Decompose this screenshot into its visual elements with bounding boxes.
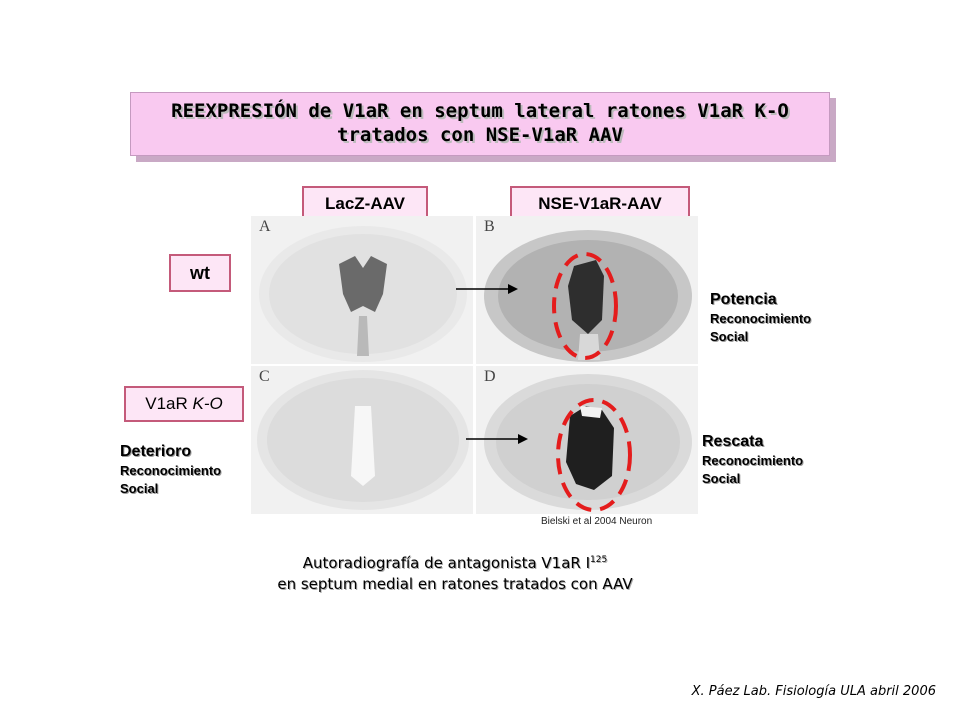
annotation-potencia-main: Potencia: [710, 291, 777, 308]
label-v1ar-ko-suffix: K-O: [192, 394, 223, 413]
panel-d-image: [484, 374, 692, 510]
annotation-rescata-line2: Reconocimiento: [702, 453, 804, 468]
caption-line-2: en septum medial en ratones tratados con…: [277, 575, 633, 593]
panel-a-letter: A: [259, 218, 271, 235]
autoradiograph-panel-a: A: [251, 216, 473, 364]
highlight-ellipse-b: [552, 252, 618, 360]
title-line-2: tratados con NSE-V1aR AAV: [337, 124, 623, 146]
arrow-b-icon: [456, 284, 518, 294]
panel-d-signal: [566, 406, 614, 490]
annotation-deterioro-line3: Social: [120, 481, 159, 496]
figure-caption: Autoradiografía de antagonista V1aR I125…: [200, 550, 710, 595]
arrow-d-icon: [466, 434, 528, 444]
highlight-ellipse-d: [556, 398, 632, 512]
autoradiograph-panel-c: C: [251, 366, 473, 514]
annotation-potencia: Potencia Reconocimiento Social: [710, 290, 811, 346]
annotation-potencia-line2: Reconocimiento: [710, 311, 812, 326]
panel-c-letter: C: [259, 368, 270, 385]
label-v1ar-ko: V1aR K-O: [124, 386, 244, 422]
panel-b-letter: B: [484, 218, 495, 235]
panel-d-letter: D: [484, 368, 496, 385]
annotation-rescata-line3: Social: [702, 471, 741, 486]
annotation-deterioro-main: Deterioro: [120, 443, 192, 460]
caption-superscript: 125: [590, 555, 608, 565]
annotation-potencia-line3: Social: [710, 329, 749, 344]
autoradiograph-panel-d: D: [476, 366, 698, 514]
footer-credit: X. Páez Lab. Fisiología ULA abril 2006: [691, 684, 936, 699]
annotation-rescata-main: Rescata: [702, 433, 764, 450]
panel-b-signal: [568, 260, 604, 334]
citation: Bielski et al 2004 Neuron: [541, 516, 653, 527]
title-box: REEXPRESIÓN de V1aR en septum lateral ra…: [130, 92, 830, 156]
caption-line-1: Autoradiografía de antagonista V1aR I125: [200, 550, 710, 574]
panel-a-midline: [357, 316, 369, 356]
panel-a-signal: [339, 256, 387, 312]
label-v1ar-ko-prefix: V1aR: [145, 394, 193, 413]
annotation-deterioro-line2: Reconocimiento: [120, 463, 222, 478]
caption-line-1-text: Autoradiografía de antagonista V1aR I: [302, 554, 591, 572]
title-line-1: REEXPRESIÓN de V1aR en septum lateral ra…: [171, 100, 789, 122]
panel-d-gap: [580, 406, 602, 418]
panel-b-image: [484, 230, 692, 362]
panel-a-image: [259, 226, 467, 362]
label-wt: wt: [169, 254, 231, 292]
annotation-deterioro: Deterioro Reconocimiento Social: [120, 442, 221, 498]
panel-c-ventricle: [351, 406, 375, 486]
panel-c-image: [257, 370, 469, 510]
annotation-rescata: Rescata Reconocimiento Social: [702, 432, 803, 488]
